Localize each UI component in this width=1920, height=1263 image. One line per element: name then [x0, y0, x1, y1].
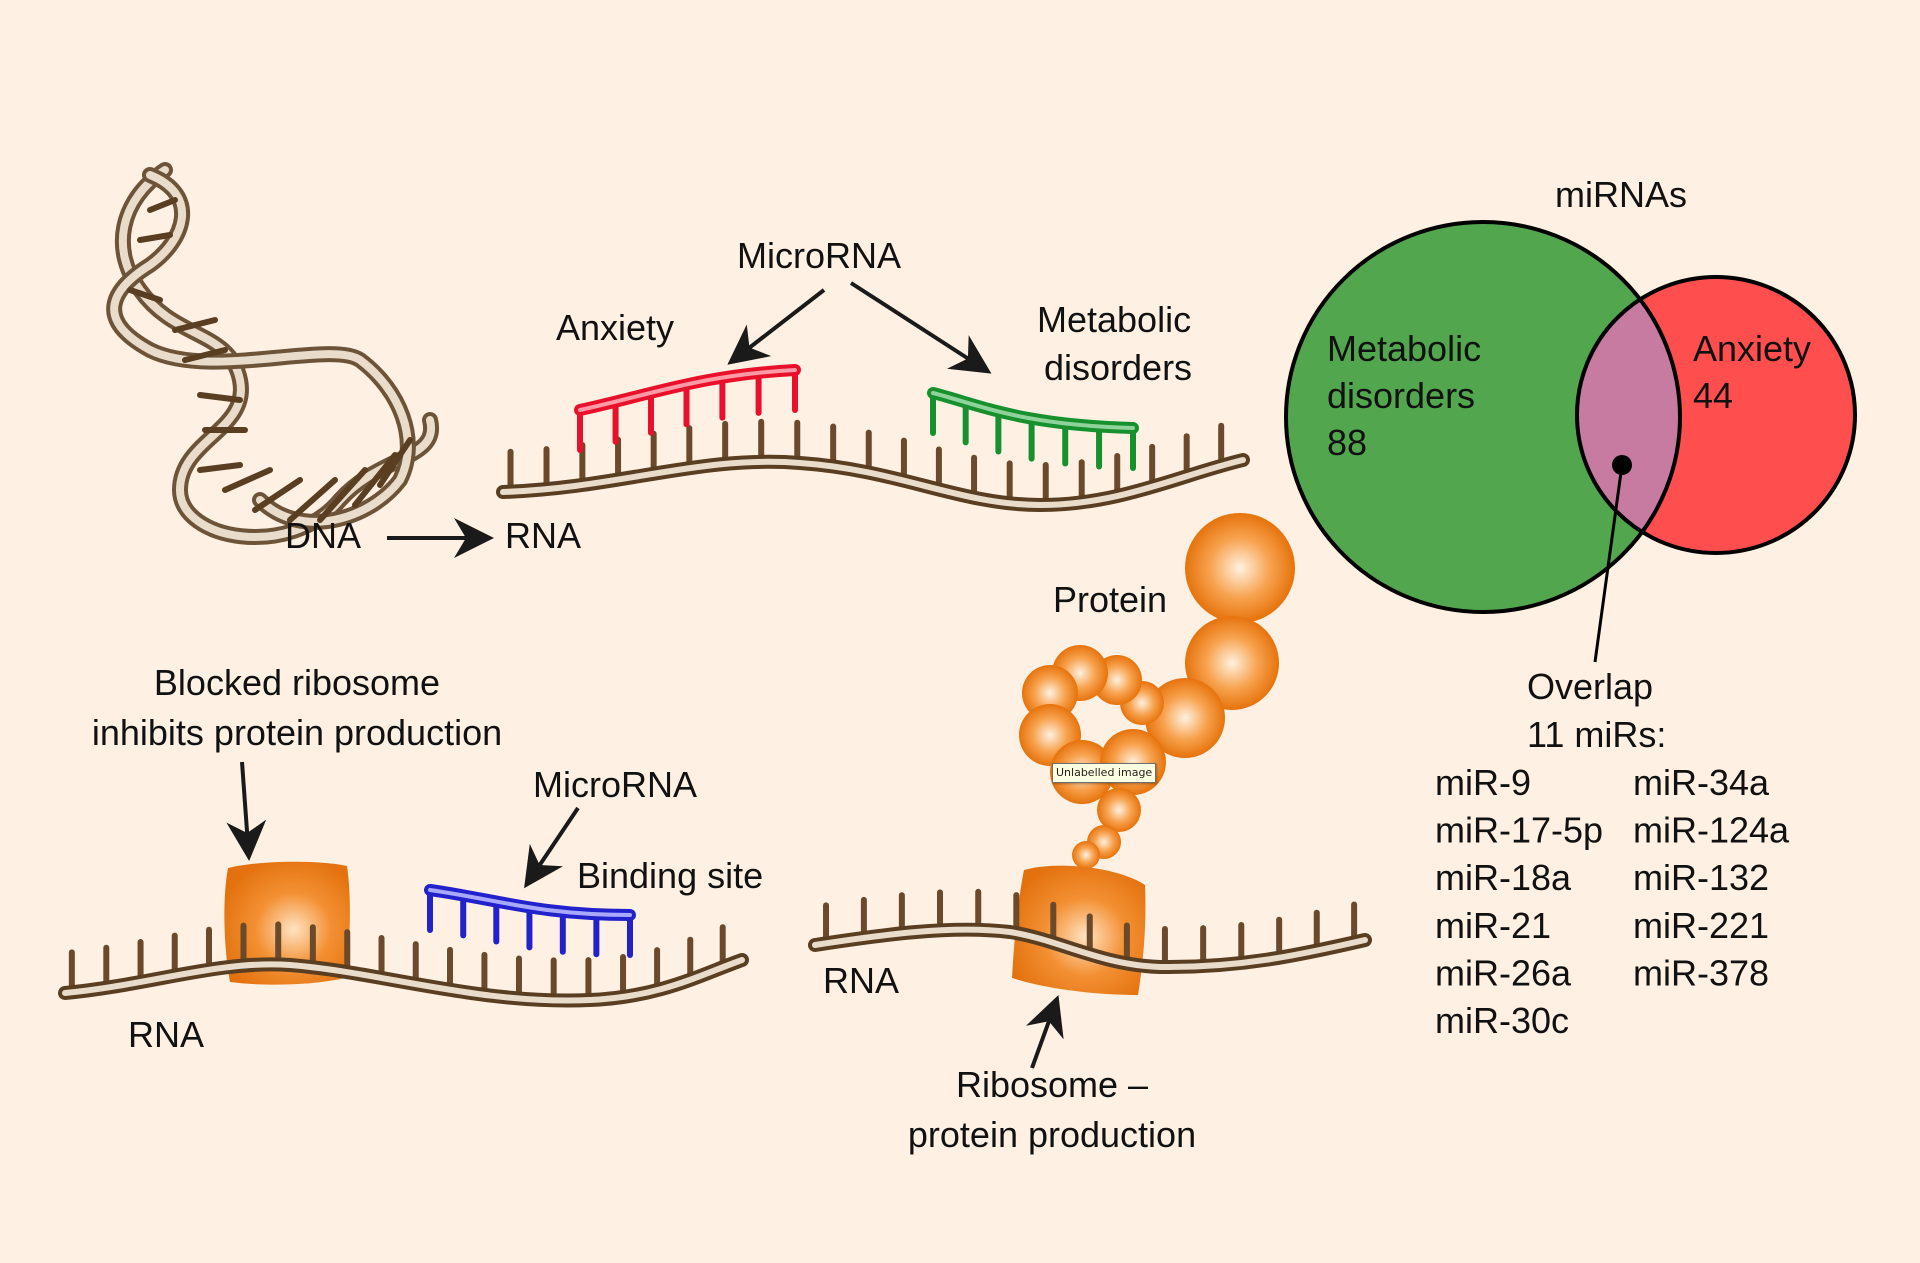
binding-site-label: Binding site [577, 855, 763, 896]
venn-metabolic-count: 88 [1327, 422, 1367, 463]
arrow-to-blocked-ribosome [226, 761, 267, 861]
protein-bead [1072, 841, 1100, 869]
venn-circle-metabolic [1286, 222, 1680, 612]
venn-metabolic-line2: disorders [1327, 375, 1475, 416]
venn-title: miRNAs [1555, 174, 1687, 215]
overlap-count-label: 11 miRs: [1527, 714, 1666, 755]
mirna-list-item: miR-26a [1435, 952, 1572, 993]
rna-label-top: RNA [505, 515, 581, 556]
arrow-to-metabolic-mirna [849, 281, 992, 374]
rna-strand-bottom-left [58, 921, 749, 1008]
anxiety-label-top: Anxiety [556, 307, 674, 348]
venn-diagram [1284, 220, 1857, 663]
rna-label-bottom-middle: RNA [823, 960, 899, 1001]
rna-strand-bottom-middle [808, 888, 1372, 975]
blocked-ribosome-icon [224, 861, 350, 985]
blocked-ribosome-label-line2: inhibits protein production [92, 712, 502, 753]
mirna-list-item: miR-9 [1435, 762, 1531, 803]
rna-strand-top [496, 418, 1250, 513]
protein-bead [1100, 729, 1166, 795]
metabolic-label-top-line2: disorders [1044, 347, 1192, 388]
overlap-pointer-line [1593, 464, 1624, 663]
dna-label: DNA [285, 515, 361, 556]
venn-metabolic-line1: Metabolic [1327, 328, 1481, 369]
protein-bead [1022, 665, 1078, 721]
protein-bead [1097, 788, 1141, 832]
protein-bead [1145, 678, 1225, 758]
dna-helix-icon [106, 162, 440, 545]
mirna-list-item: miR-18a [1435, 857, 1572, 898]
overlap-label: Overlap [1527, 666, 1653, 707]
mirna-list-item: miR-34a [1633, 762, 1770, 803]
microrna-label-bottom: MicroRNA [533, 764, 697, 805]
arrow-to-blue-mirna [524, 806, 580, 889]
mirna-list-item: miR-221 [1633, 905, 1769, 946]
mirna-list-item: miR-21 [1435, 905, 1551, 946]
microrna-label-top: MicroRNA [737, 235, 901, 276]
overlap-mirna-list-right: miR-34a miR-124a miR-132 miR-221 miR-378 [1633, 762, 1790, 993]
mirna-anxiety-strand [574, 364, 801, 453]
rna-label-bottom-left: RNA [128, 1014, 204, 1055]
ribosome-label-line1: Ribosome – [956, 1064, 1148, 1105]
metabolic-label-top-line1: Metabolic [1037, 299, 1191, 340]
protein-bead [1185, 513, 1295, 623]
overlap-mirna-list-left: miR-9 miR-17-5p miR-18a miR-21 miR-26a miR-30… [1435, 762, 1603, 1041]
ribosome-label-line2: protein production [908, 1114, 1196, 1155]
mirna-metabolic-strand [927, 387, 1139, 471]
arrow-to-anxiety-mirna [727, 288, 826, 365]
protein-chain-icon [1019, 513, 1295, 869]
venn-anxiety-count: 44 [1693, 375, 1733, 416]
venn-overlap-region [1577, 277, 1680, 553]
mirna-list-item: miR-17-5p [1435, 810, 1603, 851]
protein-label: Protein [1053, 579, 1167, 620]
image-tooltip: Unlabelled image [1052, 763, 1157, 783]
blocked-ribosome-label-line1: Blocked ribosome [154, 662, 440, 703]
venn-anxiety-line1: Anxiety [1693, 328, 1811, 369]
mirna-list-item: miR-30c [1435, 1000, 1569, 1041]
mirna-list-item: miR-378 [1633, 952, 1769, 993]
arrow-to-ribosome [1026, 994, 1064, 1069]
mirna-blue-strand [424, 884, 636, 958]
mirna-list-item: miR-124a [1633, 810, 1790, 851]
mirna-list-item: miR-132 [1633, 857, 1769, 898]
